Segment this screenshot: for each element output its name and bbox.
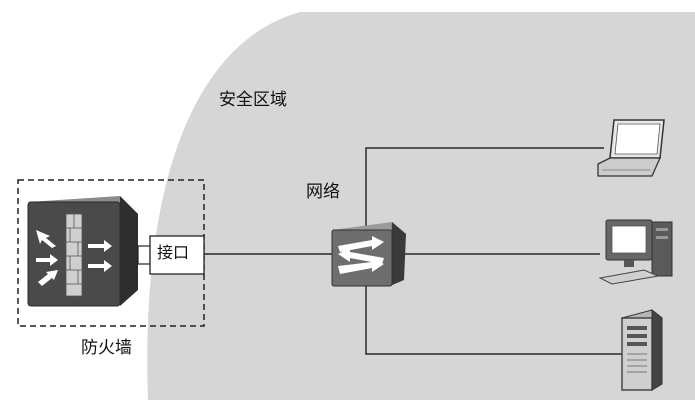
firewall-icon [27,196,138,307]
interface-port-small [137,245,151,265]
interface-box [149,235,205,275]
interface-label: 接口 [157,243,190,262]
tower-server-icon [620,308,664,391]
network-switch-icon [331,222,406,287]
desktop-computer-icon [598,219,673,285]
switch-to-server-line [365,282,622,355]
switch-to-laptop-line [365,147,604,228]
firewall-label: 防火墙 [81,338,132,358]
security-zone-label: 安全区域 [219,90,287,110]
laptop-icon [597,119,665,177]
network-label: 网络 [306,182,340,202]
security-zone-area [147,12,695,400]
firewall-boundary [17,179,205,327]
